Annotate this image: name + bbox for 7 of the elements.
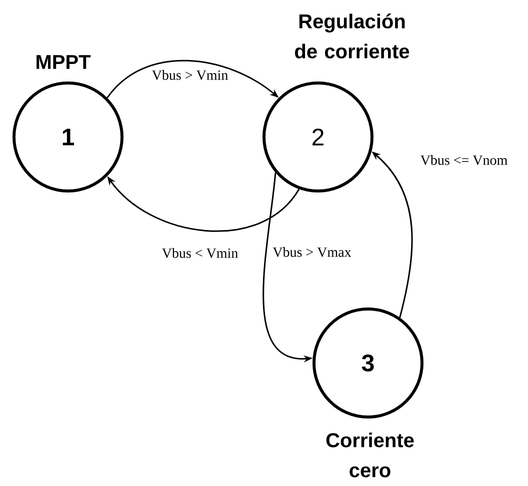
- edge-label: Vbus <= Vnom: [419, 154, 509, 166]
- edge-label: Vbus > Vmin: [150, 69, 230, 81]
- state-heading: MPPT: [36, 55, 91, 69]
- state-heading: Regulación de corriente: [295, 14, 410, 58]
- edge-label: Vbus < Vmin: [160, 247, 240, 259]
- state-heading: Corriente cero: [326, 432, 414, 478]
- edge-label: Vbus > Vmax: [272, 246, 352, 258]
